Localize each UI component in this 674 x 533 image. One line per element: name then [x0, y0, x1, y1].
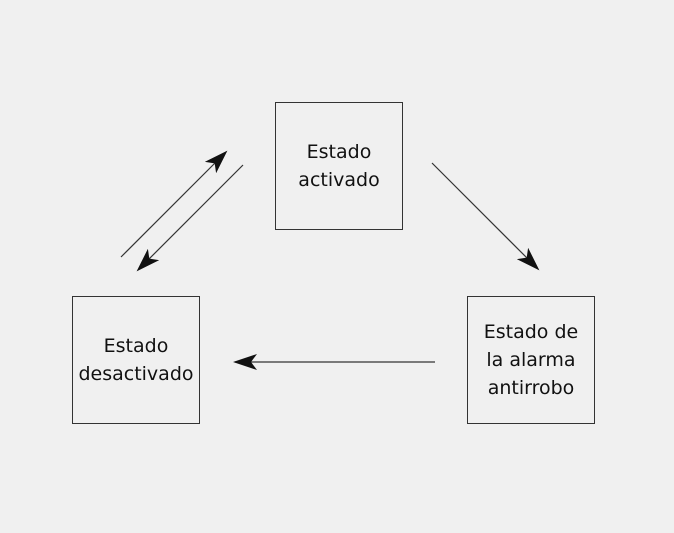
- state-desactivado-line2: desactivado: [78, 363, 194, 385]
- state-desactivado-label: Estado desactivado: [78, 332, 193, 388]
- state-activado-line1: Estado: [306, 141, 372, 163]
- arrow-activado-to-desactivado: [136, 164, 244, 272]
- state-alarma-line1: Estado de: [483, 321, 579, 343]
- state-desactivado-line1: Estado: [103, 335, 169, 357]
- state-alarma-line2: la alarma: [486, 349, 576, 371]
- state-activado-box: Estado activado: [275, 102, 403, 230]
- state-activado-label: Estado activado: [298, 138, 379, 194]
- state-alarma-box: Estado de la alarma antirrobo: [467, 296, 595, 424]
- state-activado-line2: activado: [298, 169, 380, 191]
- state-alarma-line3: antirrobo: [487, 377, 575, 399]
- arrow-desactivado-to-activado: [120, 150, 228, 258]
- state-alarma-label: Estado de la alarma antirrobo: [484, 318, 578, 402]
- arrow-activado-to-alarma: [431, 162, 540, 271]
- state-desactivado-box: Estado desactivado: [72, 296, 200, 424]
